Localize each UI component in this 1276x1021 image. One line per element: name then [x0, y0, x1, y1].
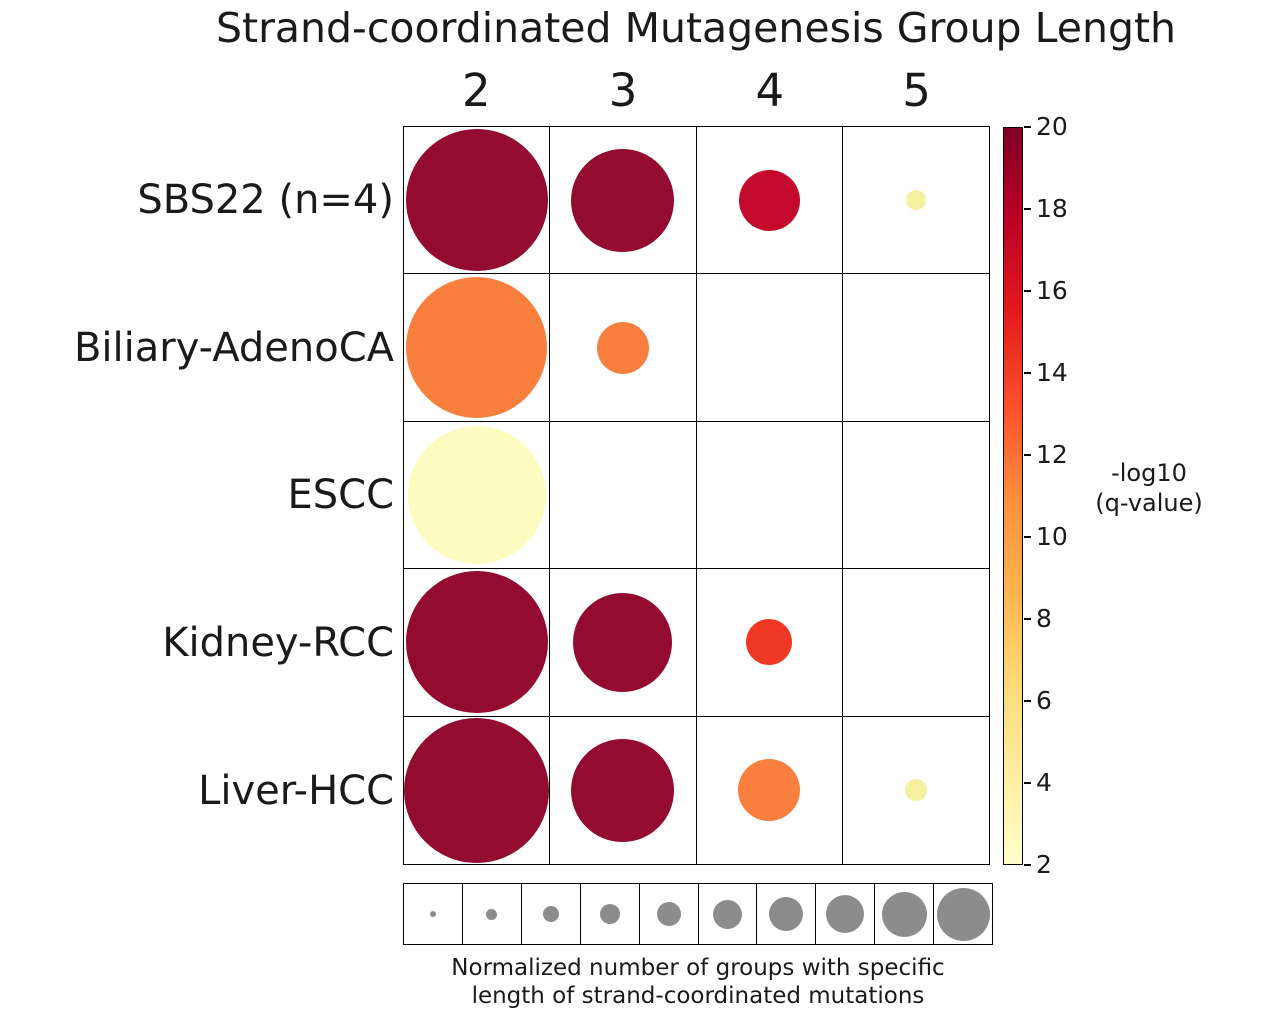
size-legend-cell	[816, 884, 876, 944]
size-legend-cell	[757, 884, 817, 944]
y-axis-tick-labels: SBS22 (n=4) Biliary-AdenoCA ESCC Kidney-RCC…	[0, 126, 394, 865]
colorbar-tick-mark	[1024, 782, 1031, 784]
size-legend-dot	[712, 899, 742, 929]
caption-line2: length of strand-coordinated mutations	[471, 983, 925, 1009]
grid-cell	[404, 569, 551, 717]
size-legend-cell	[463, 884, 522, 944]
size-legend-cell	[699, 884, 758, 944]
colorbar-tick-mark	[1024, 536, 1031, 538]
grid-cell	[696, 274, 843, 422]
bubble	[905, 190, 926, 211]
x-tick-label-2: 2	[462, 64, 491, 117]
size-legend-dot	[656, 902, 681, 926]
size-legend-cell	[581, 884, 640, 944]
size-legend-dot	[826, 895, 865, 933]
bubble	[746, 619, 793, 666]
bubble	[406, 277, 548, 419]
bubble	[405, 571, 548, 714]
grid-cell	[696, 127, 843, 275]
x-tick-label-5: 5	[902, 64, 931, 117]
size-legend-dot	[881, 891, 927, 937]
colorbar-tick-label: 6	[1036, 686, 1052, 715]
y-tick-label: Liver-HCC	[198, 768, 394, 815]
grid-cell	[550, 716, 697, 864]
colorbar-tick-mark	[1024, 700, 1031, 702]
colorbar-tick-label: 18	[1036, 194, 1068, 223]
grid-cell	[697, 716, 843, 864]
y-tick-label: Kidney-RCC	[162, 620, 394, 667]
size-legend-dot	[429, 911, 436, 917]
colorbar-tick-mark	[1024, 290, 1031, 292]
colorbar-tick-mark	[1024, 126, 1031, 128]
grid-cell	[696, 421, 843, 570]
bubble	[407, 425, 546, 564]
size-legend-dot	[936, 887, 990, 941]
colorbar-tick-label: 16	[1036, 276, 1068, 305]
colorbar-axis-label: -log10 (q-value)	[1056, 458, 1242, 518]
colorbar-tick-mark	[1024, 454, 1031, 456]
size-legend-cell	[875, 884, 935, 944]
colorbar-tick-label: 12	[1036, 440, 1068, 469]
grid-cell	[842, 127, 989, 275]
grid-cell	[550, 127, 697, 275]
chart-title: Strand-coordinated Mutagenesis Group Len…	[215, 4, 1177, 52]
grid-cell	[842, 274, 989, 422]
colorbar-tick-label: 8	[1036, 604, 1052, 633]
grid-cell	[550, 569, 697, 717]
bubble	[738, 169, 800, 231]
colorbar-tick-label: 14	[1036, 358, 1068, 387]
y-tick-label: Biliary-AdenoCA	[73, 324, 394, 371]
bubble	[571, 148, 675, 252]
colorbar-tick-label: 4	[1036, 768, 1052, 797]
grid-cell	[842, 422, 989, 570]
colorbar-tick-mark	[1024, 618, 1031, 620]
colorbar-tick-label: 20	[1036, 112, 1068, 141]
colorbar-gradient	[1003, 127, 1023, 865]
bubble	[404, 717, 550, 863]
size-legend-dot	[599, 904, 620, 924]
colorbar-tick-mark	[1024, 864, 1031, 866]
size-legend-cell	[404, 884, 463, 944]
size-legend-cell	[640, 884, 699, 944]
grid-cell	[550, 421, 697, 570]
size-legend-dot	[486, 908, 498, 920]
grid-cell	[404, 127, 551, 275]
colorbar-label-line1: -log10	[1111, 459, 1187, 487]
size-legend-cell	[522, 884, 581, 944]
bubble	[571, 738, 675, 842]
colorbar-label-line2: (q-value)	[1095, 489, 1203, 517]
y-tick-label: ESCC	[287, 472, 394, 519]
grid-cell	[696, 569, 843, 717]
size-legend-dot	[542, 906, 559, 922]
grid-cell	[404, 274, 551, 422]
bubble-grid	[403, 126, 990, 865]
caption-line1: Normalized number of groups with specifi…	[451, 955, 945, 981]
grid-cell	[842, 569, 989, 717]
x-axis-tick-labels: 2 3 4 5	[403, 62, 990, 120]
colorbar-tick-label: 2	[1036, 850, 1052, 879]
grid-cell	[843, 717, 989, 864]
x-tick-label-3: 3	[608, 64, 638, 117]
colorbar-tick-label: 10	[1036, 522, 1068, 551]
colorbar-tick-mark	[1024, 208, 1031, 210]
grid-cell	[404, 421, 551, 570]
size-legend-cell	[934, 884, 992, 944]
bubble	[738, 759, 801, 822]
x-tick-label-4: 4	[755, 64, 785, 117]
size-legend-dot	[769, 897, 804, 931]
bubble	[573, 592, 673, 692]
size-legend-caption: Normalized number of groups with specifi…	[373, 954, 1023, 1010]
y-tick-label: SBS22 (n=4)	[137, 176, 394, 223]
grid-cell	[550, 274, 697, 422]
bubble	[405, 129, 548, 272]
colorbar-tick-mark	[1024, 372, 1031, 374]
bubble	[596, 321, 649, 374]
size-legend	[403, 883, 993, 945]
grid-cell	[404, 716, 551, 864]
bubble	[904, 779, 927, 802]
